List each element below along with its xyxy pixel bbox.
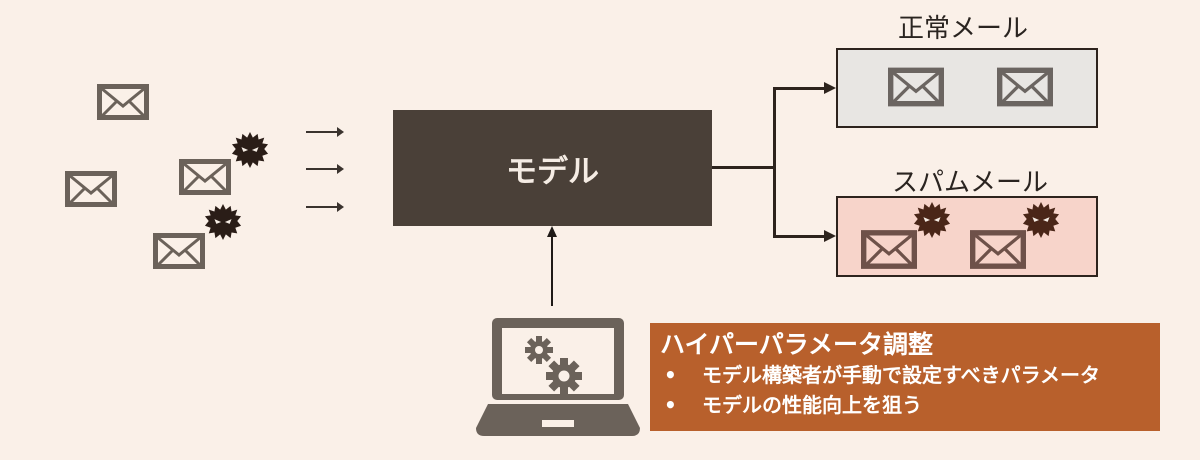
email-icon bbox=[997, 67, 1053, 107]
hyperparameter-item: • モデル構築者が手動で設定すべきパラメータ bbox=[660, 360, 1150, 390]
hyperparameter-item-text: モデル構築者が手動で設定すべきパラメータ bbox=[702, 363, 1100, 387]
spam-mail-label: スパムメール bbox=[892, 168, 1049, 198]
tuning-arrow bbox=[551, 236, 553, 306]
arrow-head bbox=[824, 230, 836, 242]
hyperparameter-title: ハイパーパラメータ調整 bbox=[660, 330, 934, 359]
connector-line bbox=[712, 166, 775, 169]
laptop-gears-icon bbox=[476, 318, 640, 436]
hyperparameter-item-text: モデルの性能向上を狙う bbox=[702, 393, 922, 417]
email-icon bbox=[970, 230, 1026, 269]
email-icon bbox=[153, 233, 205, 269]
arrow-head bbox=[824, 82, 836, 94]
input-arrow bbox=[306, 127, 344, 137]
connector-line bbox=[773, 87, 776, 238]
virus-icon bbox=[204, 203, 242, 241]
model-box: モデル bbox=[393, 110, 712, 226]
email-icon bbox=[179, 159, 231, 195]
bullet: • bbox=[664, 393, 677, 417]
virus-icon bbox=[1022, 201, 1060, 239]
virus-icon bbox=[913, 201, 951, 239]
email-icon bbox=[861, 230, 917, 269]
normal-mail-box bbox=[836, 48, 1098, 128]
virus-icon bbox=[231, 131, 269, 169]
hyperparameter-box: ハイパーパラメータ調整 • モデル構築者が手動で設定すべきパラメータ • モデル… bbox=[650, 323, 1160, 431]
input-arrow bbox=[306, 164, 344, 174]
hyperparameter-item: • モデルの性能向上を狙う bbox=[660, 390, 1150, 420]
connector-line bbox=[773, 235, 825, 238]
connector-line bbox=[773, 87, 825, 90]
email-icon bbox=[888, 67, 944, 107]
input-arrow bbox=[306, 202, 344, 212]
bullet: • bbox=[664, 363, 677, 387]
model-label: モデル bbox=[506, 153, 599, 190]
email-icon bbox=[65, 171, 117, 207]
normal-mail-label: 正常メール bbox=[898, 14, 1029, 44]
arrow-head bbox=[547, 226, 557, 237]
email-icon bbox=[97, 84, 149, 120]
